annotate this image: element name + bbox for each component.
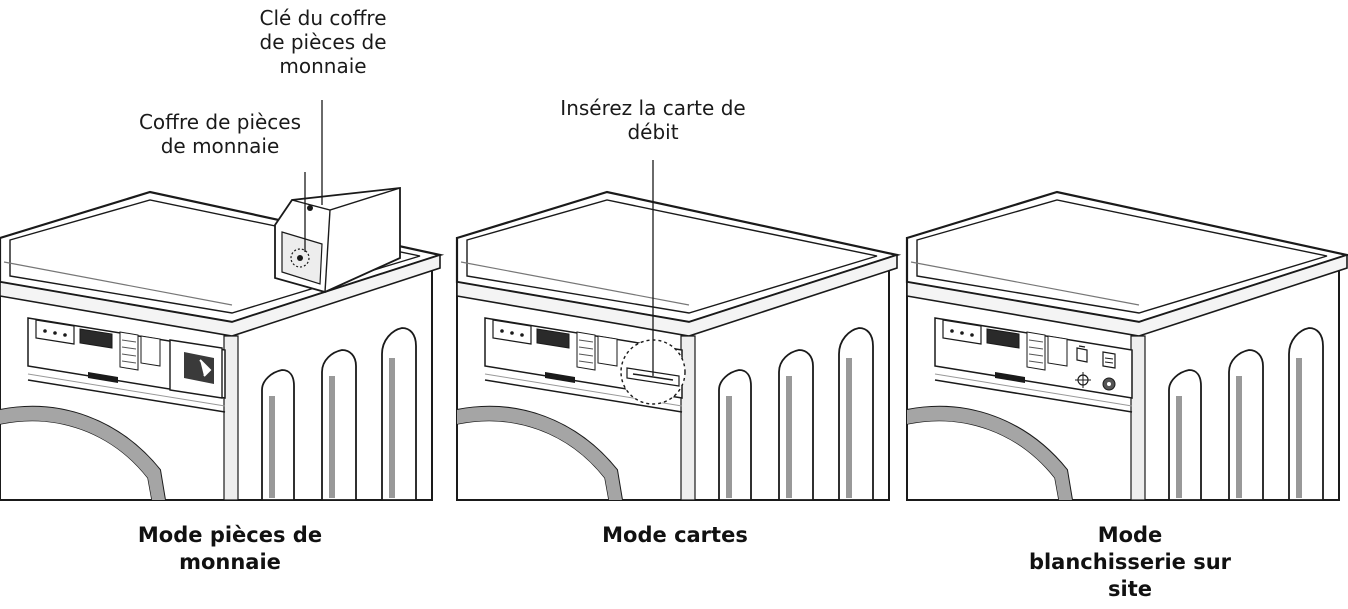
washer-card-mode (457, 160, 897, 500)
caption-coin-mode: Mode pièces de monnaie (100, 522, 360, 576)
vault-key-icon (307, 205, 313, 211)
callout-insert-card: Insérez la carte de débit (548, 96, 758, 144)
coin-slot-icon (170, 340, 222, 398)
callout-coin-vault: Coffre de pièces de monnaie (120, 110, 320, 158)
callout-coin-vault-key: Clé du coffre de pièces de monnaie (238, 6, 408, 78)
fabric-softener-icon (1103, 378, 1115, 390)
washer-opl-mode (907, 192, 1347, 500)
caption-card-mode: Mode cartes (560, 522, 790, 549)
washer-coin-mode (0, 100, 440, 500)
caption-opl-mode: Mode blanchisserie sur site (1000, 522, 1260, 603)
detergent-icon (1103, 352, 1115, 368)
